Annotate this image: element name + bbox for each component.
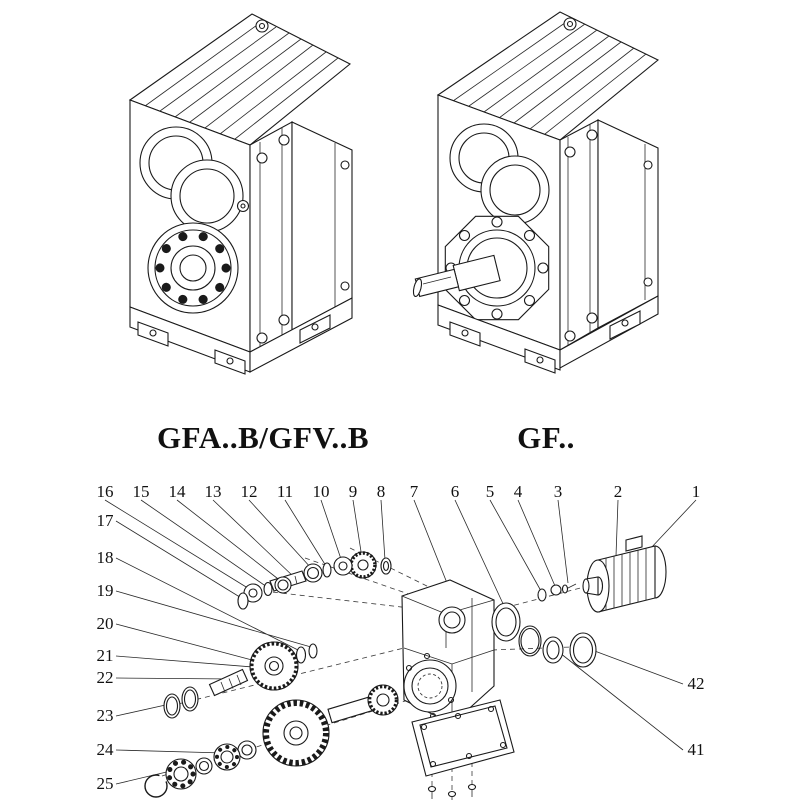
output-bearing bbox=[147, 222, 239, 314]
gearbox-right-drawing bbox=[412, 11, 660, 374]
exploded-diagram: 16 15 14 13 12 11 10 9 8 7 6 5 4 3 2 1 1… bbox=[97, 482, 705, 800]
leader-lines-right bbox=[559, 649, 684, 751]
callout-1: 1 bbox=[692, 482, 701, 501]
callout-13: 13 bbox=[205, 482, 222, 501]
fastener-set bbox=[537, 583, 577, 602]
model-label-right: GF.. bbox=[517, 420, 575, 455]
callout-41: 41 bbox=[688, 740, 705, 759]
callout-24: 24 bbox=[97, 740, 115, 759]
callout-17: 17 bbox=[97, 511, 115, 530]
callout-12: 12 bbox=[241, 482, 258, 501]
oil-plug bbox=[236, 199, 250, 213]
input-shaft-parts bbox=[237, 551, 392, 610]
base-feet bbox=[129, 297, 353, 375]
seal-ring-set bbox=[491, 602, 597, 668]
callout-7: 7 bbox=[410, 482, 419, 501]
callout-22: 22 bbox=[97, 668, 114, 687]
gearbox-left-drawing bbox=[128, 13, 353, 375]
housing bbox=[401, 579, 495, 725]
callout-5: 5 bbox=[486, 482, 495, 501]
breather-plug bbox=[563, 17, 577, 31]
callout-3: 3 bbox=[554, 482, 563, 501]
callout-23: 23 bbox=[97, 706, 114, 725]
flange-plate bbox=[249, 121, 293, 353]
callout-21: 21 bbox=[97, 646, 114, 665]
roof-fins bbox=[144, 19, 339, 140]
callout-42: 42 bbox=[688, 674, 705, 693]
output-shaft bbox=[412, 254, 501, 298]
flange-plate bbox=[559, 119, 599, 351]
callout-11: 11 bbox=[277, 482, 293, 501]
input-bores bbox=[449, 123, 550, 225]
model-label-left: GFA..B/GFV..B bbox=[157, 420, 369, 455]
callout-2: 2 bbox=[614, 482, 623, 501]
callout-8: 8 bbox=[377, 482, 386, 501]
callout-25: 25 bbox=[97, 774, 114, 793]
callout-9: 9 bbox=[349, 482, 358, 501]
cover-plate bbox=[411, 699, 515, 800]
leader-lines-left bbox=[115, 520, 312, 785]
callout-20: 20 bbox=[97, 614, 114, 633]
callout-6: 6 bbox=[451, 482, 460, 501]
callout-19: 19 bbox=[97, 581, 114, 600]
breather-plug bbox=[255, 19, 269, 33]
leader-lines-top bbox=[104, 499, 697, 609]
callout-15: 15 bbox=[133, 482, 150, 501]
callout-16: 16 bbox=[97, 482, 114, 501]
callout-14: 14 bbox=[169, 482, 187, 501]
output-shaft-parts bbox=[144, 684, 399, 798]
callout-numbers: 16 15 14 13 12 11 10 9 8 7 6 5 4 3 2 1 1… bbox=[97, 482, 705, 793]
callout-18: 18 bbox=[97, 548, 114, 567]
roof-fins bbox=[452, 17, 647, 135]
base-feet bbox=[437, 295, 659, 374]
callout-10: 10 bbox=[313, 482, 330, 501]
intermediate-gear-parts bbox=[163, 641, 318, 719]
motor bbox=[582, 535, 667, 613]
callout-4: 4 bbox=[514, 482, 523, 501]
